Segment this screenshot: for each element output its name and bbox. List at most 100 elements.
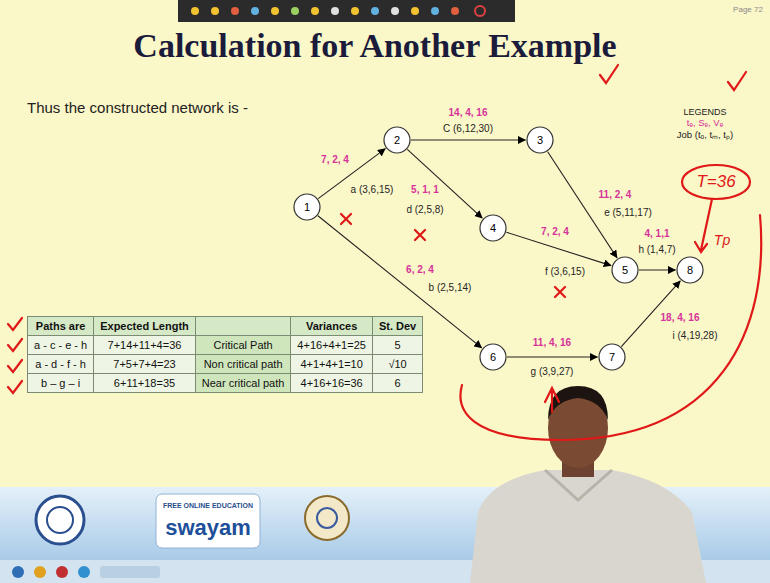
activity-label: i (4,19,28): [672, 330, 717, 341]
table-cell: Non critical path: [195, 355, 291, 374]
toolbar-icons: [191, 6, 485, 16]
event-circle: 1: [293, 193, 321, 221]
legend-line-wrap: Job (tₒ, tₘ, tₚ): [677, 130, 733, 141]
table-header: Variances: [306, 320, 357, 332]
variance-cell: 4+16+4+1=25: [297, 339, 366, 351]
activity-values-wrap: 14, 4, 16: [449, 107, 488, 119]
handwritten-note-wrap: T=36: [696, 172, 735, 192]
activity-label-wrap: g (3,9,27): [531, 366, 574, 378]
activity-values-wrap: 5, 1, 1: [411, 184, 439, 196]
path-table: Paths are Expected Length Variances St. Dev…: [27, 316, 423, 393]
handwritten-note: Tp: [714, 232, 730, 248]
annotation-toolbar: [178, 0, 515, 22]
slide-title-wrap: Calculation for Another Example: [133, 27, 616, 65]
logo-name-wrap: swayam: [165, 515, 251, 540]
event-circle: 6: [479, 343, 507, 371]
table-cell: Expected Length: [94, 317, 196, 336]
activity-label-wrap: i (4,19,28): [672, 330, 717, 342]
logo-tagline-wrap: FREE ONLINE EDUCATION: [163, 502, 253, 510]
activity-values: 18, 4, 16: [661, 312, 700, 323]
logo-tagline: FREE ONLINE EDUCATION: [163, 502, 253, 509]
table-cell: Paths are: [28, 317, 94, 336]
activity-label-wrap: b (2,5,14): [429, 282, 472, 294]
table-cell: 7+14+11+4=36: [94, 336, 196, 355]
table-cell: √10: [372, 355, 422, 374]
activity-label: b (2,5,14): [429, 282, 472, 293]
table-cell: [195, 317, 291, 336]
activity-label: C (6,12,30): [443, 123, 493, 134]
status-cell: Near critical path: [202, 377, 285, 389]
stdev-cell: 5: [394, 339, 400, 351]
event-number: 8: [687, 264, 693, 276]
activity-values: 7, 2, 4: [321, 154, 349, 165]
table-cell: a - d - f - h: [28, 355, 94, 374]
activity-values: 11, 2, 4: [599, 189, 632, 200]
path-cell: a - c - e - h: [34, 339, 87, 351]
handwritten-note: T=36: [696, 172, 735, 191]
activity-arrow: [507, 356, 598, 357]
event-number: 7: [609, 351, 615, 363]
activity-values-wrap: 7, 2, 4: [541, 226, 569, 238]
legend-heading-wrap: LEGENDS: [683, 107, 726, 117]
table-cell: 4+16+4+1=25: [291, 336, 373, 355]
table-row: a - d - f - h7+5+7+4=23 Non critical path…: [28, 355, 423, 374]
activity-arrow: [639, 269, 676, 270]
legend-line: tₑ, Sₑ, Vₑ: [687, 117, 723, 128]
table-cell: b – g – i: [28, 374, 94, 393]
activity-values-wrap: 18, 4, 16: [661, 312, 700, 324]
activity-values-wrap: 6, 2, 4: [406, 264, 434, 276]
handwritten-marks: [8, 65, 761, 440]
page-number: Page 72: [733, 5, 763, 14]
activity-label-wrap: a (3,6,15): [351, 184, 394, 196]
activity-values-wrap: 4, 1,1: [644, 228, 669, 240]
event-number: 4: [490, 222, 496, 234]
event-circle: 7: [598, 343, 626, 371]
table-row: Paths are Expected Length Variances St. Dev: [28, 317, 423, 336]
activity-label-wrap: d (2,5,8): [406, 204, 443, 216]
table-cell: 7+5+7+4=23: [94, 355, 196, 374]
event-circle: 3: [526, 126, 554, 154]
activity-values-wrap: 11, 4, 16: [533, 337, 571, 349]
activity-values: 4, 1,1: [644, 228, 669, 239]
activity-values-wrap: 7, 2, 4: [321, 154, 349, 166]
length-cell: 6+11+18=35: [114, 377, 175, 389]
table-cell: 5: [372, 336, 422, 355]
path-cell: b – g – i: [41, 377, 80, 389]
event-circle: 2: [383, 126, 411, 154]
event-number: 3: [537, 134, 543, 146]
stdev-cell: √10: [388, 358, 406, 370]
table-cell: a - c - e - h: [28, 336, 94, 355]
variance-cell: 4+16+16=36: [301, 377, 363, 389]
activity-values: 5, 1, 1: [411, 184, 439, 195]
handwritten-note-wrap: Tp: [714, 232, 730, 248]
activity-values: 11, 4, 16: [533, 337, 571, 348]
table-header: Expected Length: [100, 320, 189, 332]
swayam-logo-box: [156, 494, 260, 548]
activity-label: a (3,6,15): [351, 184, 394, 195]
activity-arrow: [411, 139, 526, 140]
activity-values: 7, 2, 4: [541, 226, 569, 237]
table-header: Paths are: [36, 320, 86, 332]
activity-label-wrap: h (1,4,7): [638, 244, 675, 256]
activity-label-wrap: C (6,12,30): [443, 123, 493, 135]
iit-logo: [36, 496, 84, 544]
activity-label-wrap: e (5,11,17): [604, 207, 652, 219]
status-cell: Non critical path: [204, 358, 283, 370]
activity-label-wrap: f (3,6,15): [545, 266, 585, 278]
slide-title: Calculation for Another Example: [133, 27, 616, 64]
table-cell: 4+16+16=36: [291, 374, 373, 393]
status-cell: Critical Path: [213, 339, 272, 351]
variance-cell: 4+1+4+1=10: [300, 358, 362, 370]
emblem-logo: [305, 496, 349, 540]
activity-values: 14, 4, 16: [449, 107, 488, 118]
length-cell: 7+14+11+4=36: [108, 339, 182, 351]
event-number: 5: [622, 264, 628, 276]
page-number-wrap: Page 72: [733, 5, 763, 14]
event-number: 6: [490, 351, 496, 363]
table-header: St. Dev: [379, 320, 416, 332]
activity-label: d (2,5,8): [406, 204, 443, 215]
table-cell: 6+11+18=35: [94, 374, 196, 393]
